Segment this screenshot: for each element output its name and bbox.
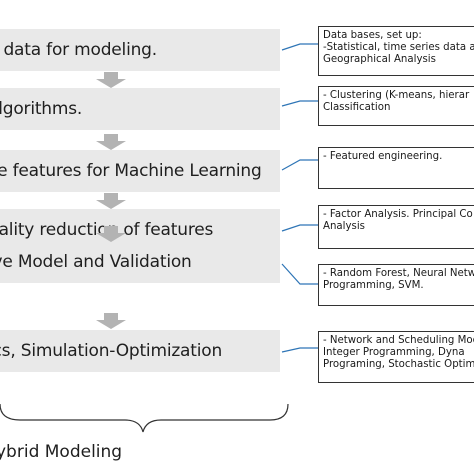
note-1-line-2: -Statistical, time series data ana (323, 42, 474, 53)
step-label-3: ce features for Machine Learning (0, 161, 262, 181)
step-box-1: e data for modeling. (0, 29, 280, 71)
note-4-line-1: - Factor Analysis. Principal Co (323, 209, 473, 220)
connector-5 (281, 263, 320, 285)
note-box-6: - Network and Scheduling Mod Integer Pro… (318, 331, 474, 383)
down-arrow-4 (96, 226, 126, 242)
step-label-5: ive Model and Validation (0, 252, 192, 272)
step-label-2: algorithms. (0, 99, 83, 119)
step-label-6: ics, Simulation-Optimization (0, 341, 223, 361)
note-6-line-3: Programing, Stochastic Optim (323, 359, 474, 370)
note-box-4: - Factor Analysis. Principal Co Analysis (318, 205, 474, 249)
note-6-line-1: - Network and Scheduling Mod (323, 335, 474, 346)
hybrid-modeling-label: ybrid Modeling (0, 442, 123, 462)
connector-2 (281, 100, 318, 107)
note-box-5: - Random Forest, Neural Netw Programming… (318, 264, 474, 306)
connector-3 (281, 159, 320, 171)
connector-6 (281, 347, 320, 353)
note-box-2: - Clustering (K-means, hierar Classifica… (318, 86, 474, 126)
step-box-6: ics, Simulation-Optimization (0, 330, 280, 372)
note-3-line-1: - Featured engineering. (323, 151, 443, 162)
down-arrow-3 (96, 193, 126, 209)
connector-1 (281, 43, 318, 51)
down-arrow-2 (96, 134, 126, 150)
brace (0, 403, 289, 433)
note-4-line-2: Analysis (323, 221, 365, 232)
connector-4 (281, 224, 318, 232)
note-box-3: - Featured engineering. (318, 147, 474, 189)
note-6-line-2: Integer Programming, Dyna (323, 347, 465, 358)
down-arrow-1 (96, 72, 126, 88)
step-box-3: ce features for Machine Learning (0, 150, 280, 192)
note-2-line-2: Classification (323, 102, 391, 113)
down-arrow-5 (96, 313, 126, 329)
note-5-line-1: - Random Forest, Neural Netw (323, 268, 474, 279)
note-2-line-1: - Clustering (K-means, hierar (323, 90, 470, 101)
step-box-2: algorithms. (0, 88, 280, 130)
note-1-line-3: Geographical Analysis (323, 54, 436, 65)
note-1-line-1: Data bases, set up: (323, 30, 422, 41)
note-5-line-2: Programming, SVM. (323, 280, 424, 291)
step-label-1: e data for modeling. (0, 40, 157, 60)
note-box-1: Data bases, set up: -Statistical, time s… (318, 26, 474, 76)
step-box-5: ive Model and Validation (0, 241, 280, 283)
